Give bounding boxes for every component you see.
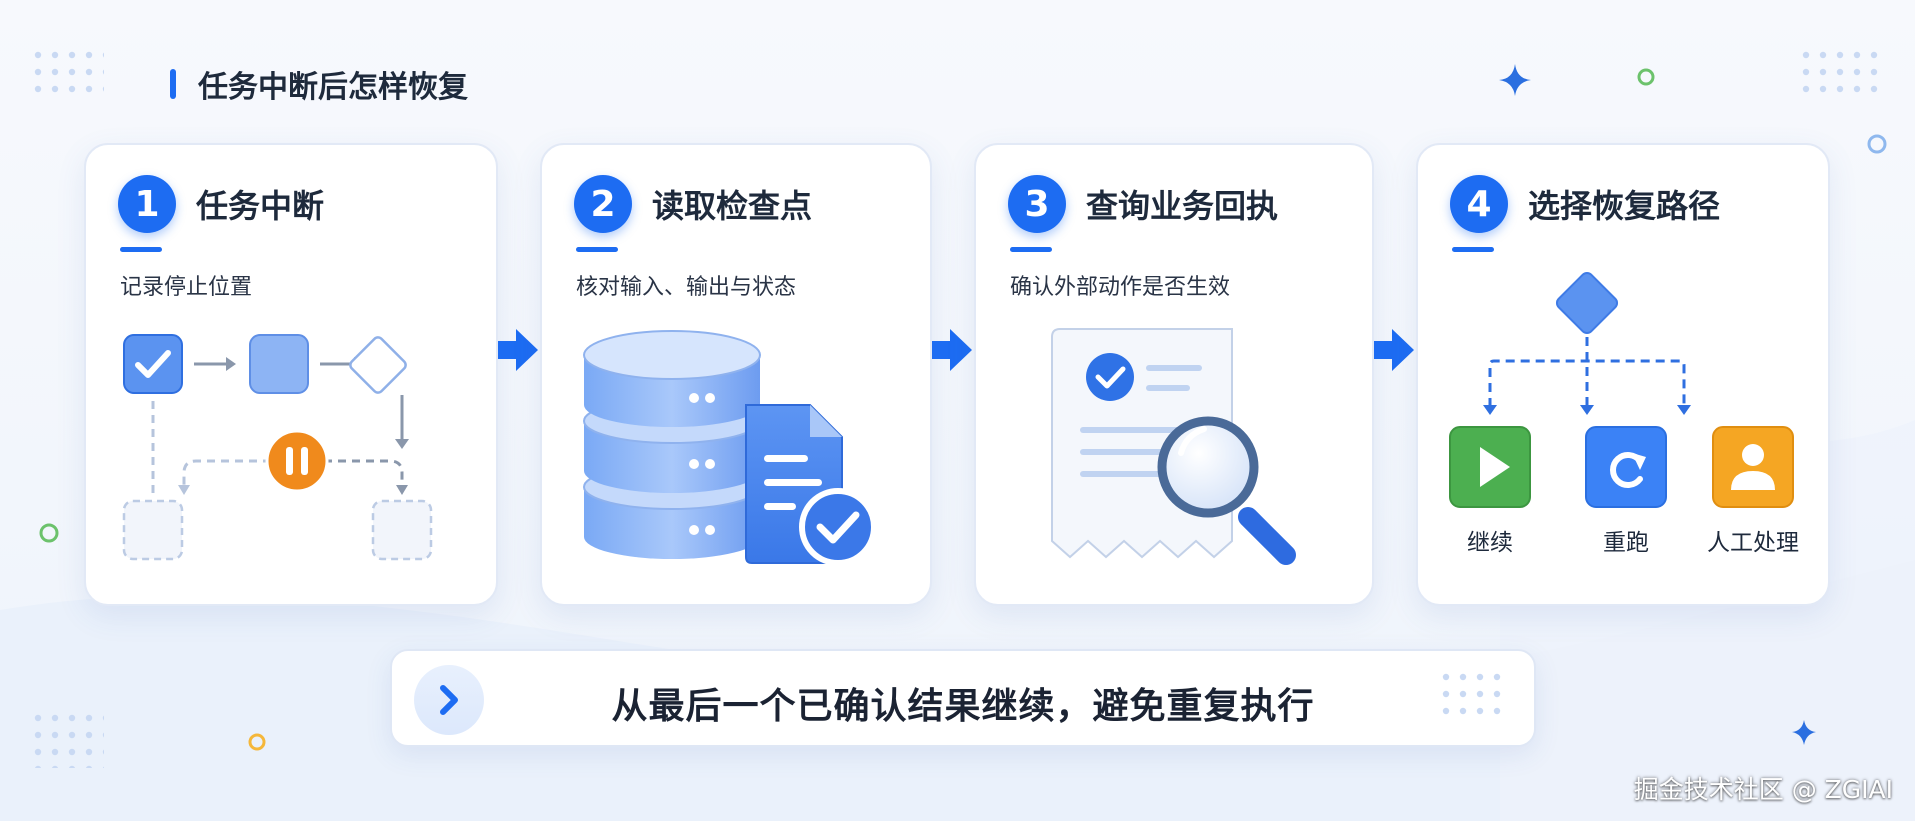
sparkle-icon: [1499, 64, 1531, 96]
step-card-2: 2 读取检查点 核对输入、输出与状态: [540, 143, 932, 606]
step-header: 4 选择恢复路径: [1450, 175, 1720, 233]
watermark: 掘金技术社区 @ ZGIAI: [1633, 775, 1893, 804]
step-header: 2 读取检查点: [574, 175, 812, 233]
title-underline: [1452, 247, 1494, 252]
step-number-badge: 4: [1450, 175, 1508, 233]
ring-icon: [39, 523, 59, 543]
dot-grid-icon: [32, 712, 104, 768]
person-icon: [1712, 426, 1794, 508]
step-card-3: 3 查询业务回执 确认外部动作是否生效: [974, 143, 1374, 606]
step-card-1: 1 任务中断 记录停止位置: [84, 143, 498, 606]
pending-box-icon: [122, 499, 184, 561]
ring-icon: [1867, 134, 1887, 154]
step-header: 3 查询业务回执: [1008, 175, 1278, 233]
decision-diamond-icon: [349, 336, 407, 394]
task-box-icon: [249, 334, 309, 394]
title-accent-bar: [170, 69, 176, 99]
title-underline: [1010, 247, 1052, 252]
recovery-path-illustration: [1449, 271, 1794, 508]
step-number-badge: 1: [118, 175, 176, 233]
step-title: 读取检查点: [652, 187, 813, 225]
check-badge-icon: [799, 488, 877, 566]
database-icon: [583, 330, 761, 559]
pause-icon: [265, 429, 329, 493]
summary-text: 从最后一个已确认结果继续，避免重复执行: [611, 686, 1315, 727]
receipt-inspection-illustration: [1051, 328, 1296, 565]
step-subtitle: 核对输入、输出与状态: [576, 275, 797, 300]
checked-box-icon: [123, 334, 183, 394]
dot-grid-icon: [1442, 673, 1501, 715]
step-card-4: 4 选择恢复路径 继续 重跑 人工处理: [1416, 143, 1830, 606]
chevron-right-icon: [440, 685, 458, 715]
sparkle-icon: [1792, 720, 1816, 745]
page-title-text: 任务中断后怎样恢复: [198, 70, 468, 105]
dot-grid-icon: [32, 44, 104, 100]
summary-banner: 从最后一个已确认结果继续，避免重复执行: [390, 649, 1536, 747]
dot-grid-icon: [1793, 44, 1881, 100]
page-title: 任务中断后怎样恢复: [170, 64, 468, 105]
step-subtitle: 记录停止位置: [120, 275, 253, 300]
option-label-manual: 人工处理: [1707, 530, 1799, 556]
step-number-badge: 3: [1008, 175, 1066, 233]
flow-arrow-icon: [498, 329, 538, 371]
step-subtitle: 确认外部动作是否生效: [1010, 275, 1231, 300]
refresh-icon: [1585, 426, 1667, 508]
step-header: 1 任务中断: [118, 175, 324, 233]
step-title: 选择恢复路径: [1528, 187, 1721, 225]
interrupt-flow-illustration: [122, 334, 433, 561]
ring-icon: [1637, 68, 1655, 86]
play-icon: [1449, 426, 1531, 508]
title-underline: [120, 247, 162, 252]
chevron-right-button[interactable]: [414, 665, 484, 735]
magnifier-icon: [1157, 416, 1296, 565]
flow-arrow-icon: [1374, 329, 1414, 371]
checkpoint-illustration: [583, 330, 877, 566]
option-label-continue: 继续: [1467, 530, 1513, 556]
arrow-down-icon: [395, 395, 409, 449]
pending-box-icon: [371, 499, 433, 561]
title-underline: [576, 247, 618, 252]
decision-diamond-icon: [1555, 271, 1619, 335]
arrow-right-icon: [194, 357, 236, 371]
step-title: 查询业务回执: [1086, 187, 1279, 225]
option-label-rerun: 重跑: [1603, 530, 1649, 556]
step-title: 任务中断: [196, 187, 325, 225]
flow-arrow-icon: [932, 329, 972, 371]
ring-icon: [248, 733, 266, 751]
step-number-badge: 2: [574, 175, 632, 233]
